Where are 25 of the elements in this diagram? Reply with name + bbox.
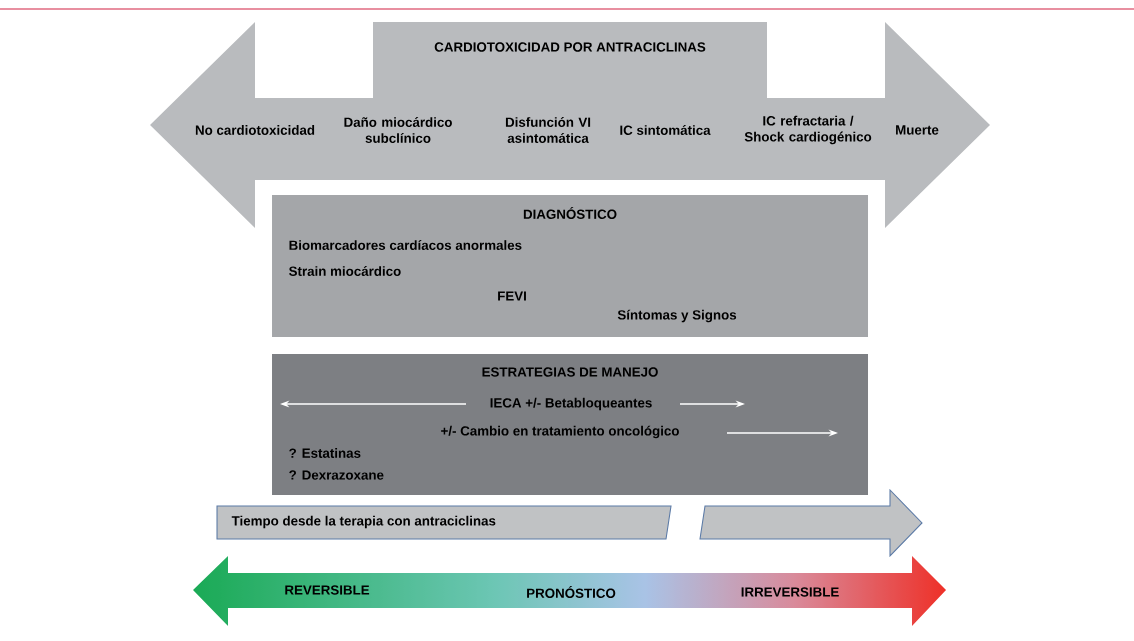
- heading: CARDIOTOXICIDAD POR ANTRACICLINAS: [434, 42, 706, 52]
- double-arrow: [150, 22, 990, 228]
- list-item: FEVI: [498, 291, 526, 301]
- list-item: Síntomas y Signos: [617, 309, 737, 323]
- panel: [272, 195, 868, 337]
- list-item: ? Dexrazoxane: [289, 470, 384, 480]
- arrow-label: Tiempo desde la terapia con antraciclinas: [231, 515, 496, 529]
- stage-label: IC sintomática: [620, 125, 711, 135]
- stage-label: No cardiotoxicidad: [195, 125, 315, 135]
- list-item: IECA +/- Betabloqueantes: [490, 397, 652, 411]
- heading: DIAGNÓSTICO: [523, 207, 617, 219]
- arrow-label: REVERSIBLE: [285, 585, 370, 595]
- panel: [272, 354, 868, 495]
- list-item: Biomarcadores cardíacos anormales: [289, 240, 522, 250]
- heading: ESTRATEGIAS DE MANEJO: [482, 367, 658, 377]
- list-item: ? Estatinas: [289, 448, 361, 458]
- stage-label: Disfunción VI asintomática: [505, 117, 591, 143]
- stage-label: Muerte: [896, 125, 939, 135]
- timeline-banner: [216, 488, 923, 558]
- stage-label: IC refractaria / Shock cardiogénico: [744, 115, 872, 145]
- arrow-label: IRREVERSIBLE: [741, 587, 839, 597]
- list-item: +/- Cambio en tratamiento oncológico: [441, 425, 679, 439]
- arrow-label: PRONÓSTICO: [527, 586, 616, 598]
- stage-label: Daño miocárdico subclínico: [344, 117, 452, 143]
- list-item: Strain miocárdico: [289, 266, 401, 276]
